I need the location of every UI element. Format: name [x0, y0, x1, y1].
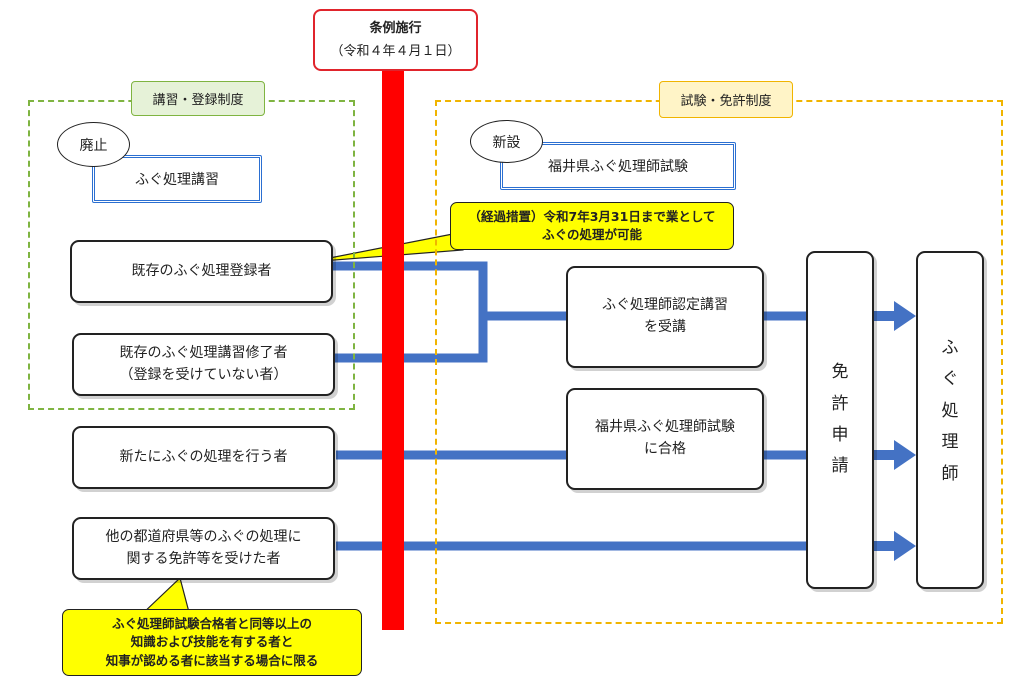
step-exam-pass: 福井県ふぐ処理師試験 に合格: [566, 388, 764, 490]
equivalence-note-line3: 知事が認める者に該当する場合に限る: [105, 652, 319, 668]
fugu-chef-char-5: 師: [941, 463, 959, 484]
arrow-apply-to-chef-3: [874, 531, 916, 561]
person-course-completed-line2: （登録を受けていない者）: [119, 366, 288, 383]
transitional-note-line1: （経過措置）令和7年3月31日まで業として: [468, 208, 716, 224]
transitional-note-line2: ふぐの処理が可能: [541, 227, 642, 242]
person-course-completed-line1: 既存のふぐ処理講習修了者: [119, 344, 288, 361]
equivalence-note-line1: ふぐ処理師試験合格者と同等以上の: [111, 616, 312, 632]
person-other-prefecture: 他の都道府県等のふぐの処理に 関する免許等を受けた者: [72, 517, 335, 580]
left-section-label: 講習・登録制度: [131, 81, 265, 116]
license-application-char-1: 免: [831, 362, 849, 383]
transitional-note: （経過措置）令和7年3月31日まで業として ふぐの処理が可能: [450, 202, 734, 250]
fugu-chef-char-4: 理: [941, 432, 959, 453]
equivalence-note-line2: 知識および技能を有する者と: [130, 634, 294, 650]
fugu-chef-char-1: ふ: [941, 338, 959, 358]
person-registered: 既存のふぐ処理登録者: [70, 240, 333, 303]
equivalence-note: ふぐ処理師試験合格者と同等以上の 知識および技能を有する者と 知事が認める者に該…: [62, 609, 362, 676]
fugu-chef-char-2: ぐ: [941, 369, 959, 390]
fugu-chef-box: ふ ぐ 処 理 師: [916, 251, 984, 589]
step-certification-course-line1: ふぐ処理師認定講習: [602, 297, 728, 314]
person-other-prefecture-line1: 他の都道府県等のふぐの処理に: [105, 528, 302, 545]
person-registered-label: 既存のふぐ処理登録者: [131, 262, 272, 279]
step-certification-course: ふぐ処理師認定講習 を受講: [566, 266, 764, 368]
fukui-exam-box: 福井県ふぐ処理師試験: [500, 142, 736, 190]
enforcement-date: （令和４年４月１日）: [330, 44, 461, 59]
right-section-label: 試験・免許制度: [659, 81, 793, 118]
license-application-char-4: 請: [831, 456, 849, 477]
abolished-badge: 廃止: [57, 122, 130, 167]
fugu-chef-char-3: 処: [941, 400, 959, 421]
arrow-apply-to-chef-1: [874, 301, 916, 331]
person-new-label: 新たにふぐの処理を行う者: [119, 448, 288, 465]
enforcement-bar: [382, 68, 404, 630]
license-application-char-2: 許: [831, 393, 849, 414]
license-application-char-3: 申: [831, 425, 849, 445]
enforcement-title: 条例施行: [369, 20, 422, 36]
person-other-prefecture-line2: 関する免許等を受けた者: [126, 550, 281, 567]
step-certification-course-line2: を受講: [644, 319, 686, 335]
fugu-course-box: ふぐ処理講習: [92, 155, 262, 203]
step-exam-pass-line2: に合格: [644, 441, 686, 457]
person-course-completed: 既存のふぐ処理講習修了者 （登録を受けていない者）: [72, 333, 335, 396]
new-badge: 新設: [470, 120, 543, 163]
person-new: 新たにふぐの処理を行う者: [72, 426, 335, 489]
enforcement-box: 条例施行 （令和４年４月１日）: [313, 9, 478, 71]
step-exam-pass-line1: 福井県ふぐ処理師試験: [595, 419, 735, 436]
license-application-box: 免 許 申 請: [806, 251, 874, 589]
arrow-apply-to-chef-2: [874, 440, 916, 470]
